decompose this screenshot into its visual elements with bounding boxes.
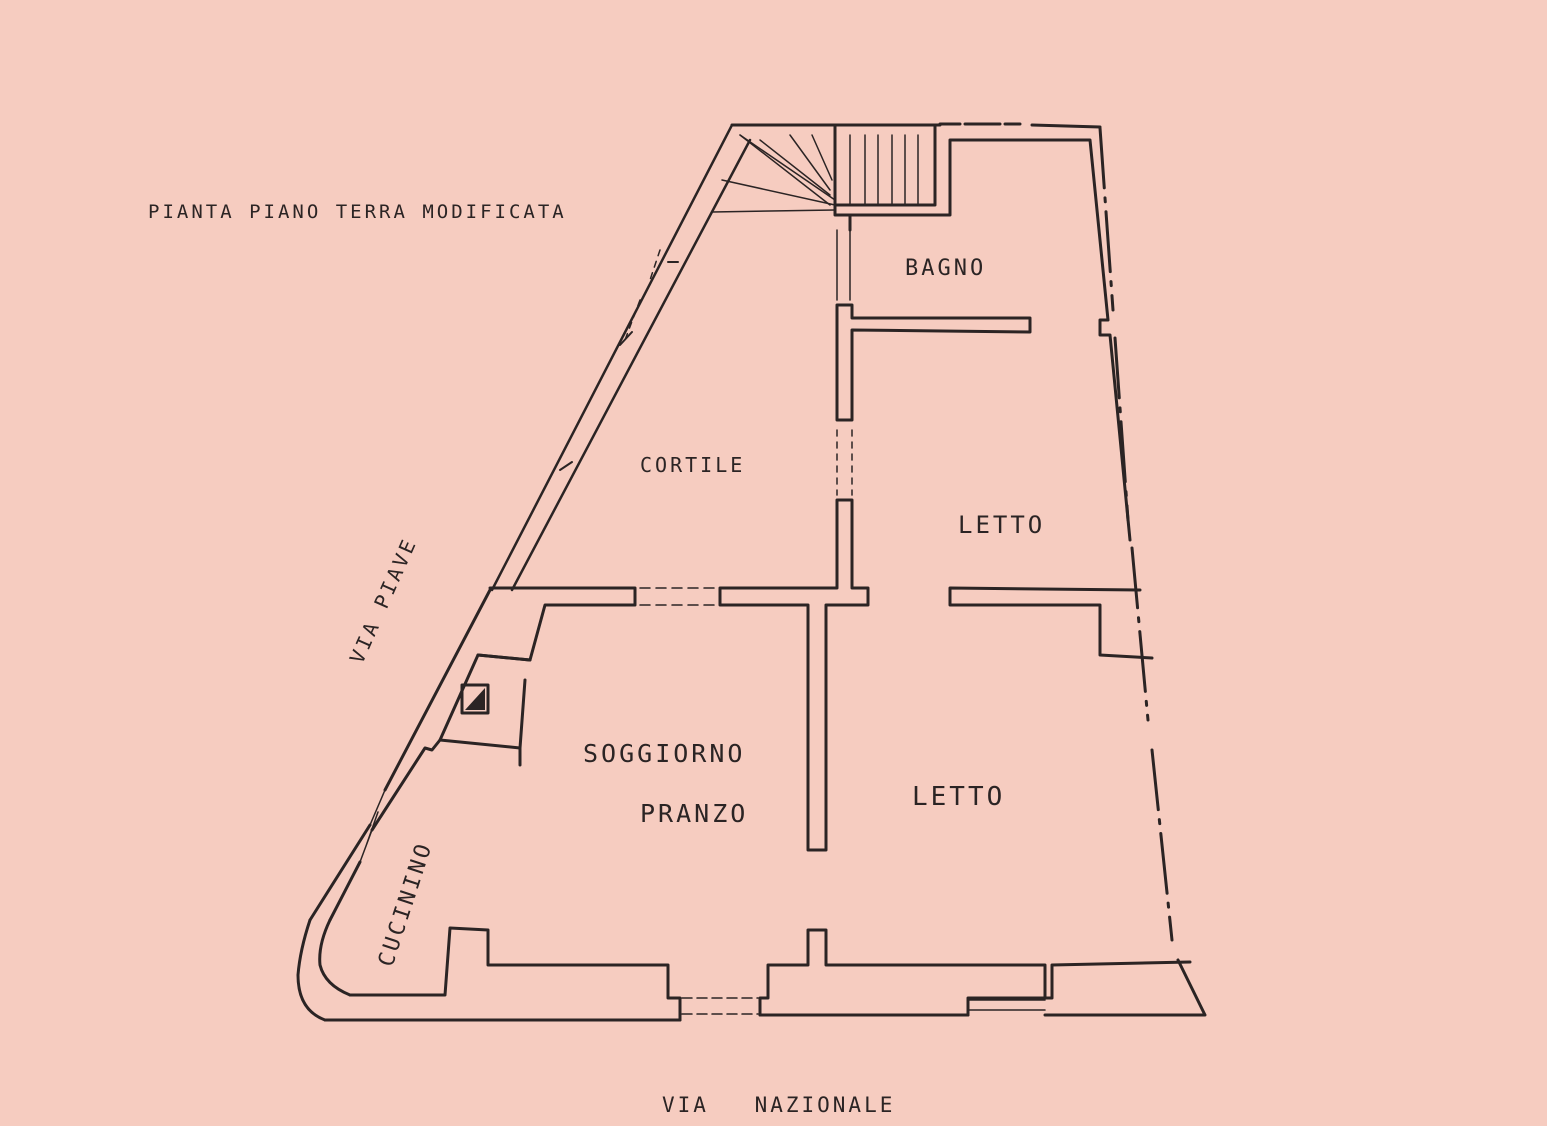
room-label-kitchenette: CUCININO [374,839,438,970]
chimney-flue-icon [460,683,490,715]
top-boundary-line [730,122,1102,129]
courtyard-door [836,429,853,496]
west-window [359,789,386,863]
chimney-box [438,653,532,767]
street-label-south: VIA NAZIONALE [662,1093,895,1117]
street-label-west: VIA PIAVE [345,534,422,667]
courtyard-opening [639,587,716,606]
room-label-living: SOGGIORNO [583,739,745,768]
south-outer-wall [323,1013,1207,1022]
courtyard-west-wall [490,123,752,592]
courtyard-west-openings [559,261,679,471]
room-label-dining: PRANZO [640,799,748,828]
central-wall-lower [718,498,870,852]
right-boundary-line [1098,126,1207,1017]
staircase-wall [833,123,1132,542]
room-label-bedroom-lower: LETTO [912,782,1005,812]
south-window-right [967,999,1046,1011]
central-wall-upper [836,229,851,301]
south-inner-wall [348,926,1192,1022]
west-wall-outer [308,588,492,922]
southwest-rounded-corner [296,918,352,1022]
plan-title: PIANTA PIANO TERRA MODIFICATA [148,201,567,223]
room-label-bedroom-upper: LETTO [958,511,1045,539]
bedroom-divider-wall [948,586,1154,660]
staircase-icon [711,134,919,213]
room-label-bathroom: BAGNO [905,256,986,281]
room-label-courtyard: CORTILE [640,453,745,477]
central-wall [835,303,1032,422]
south-window-left [681,997,759,1015]
